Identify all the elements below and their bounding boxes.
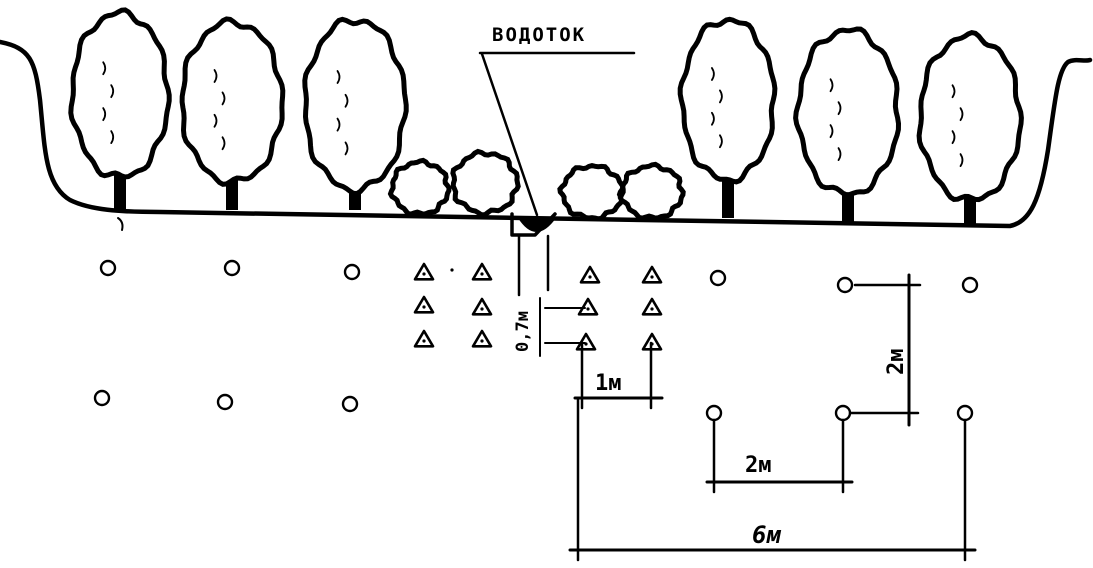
tree-trunk [722, 174, 734, 218]
dimension-shrub-col-spacing: 1м [573, 341, 664, 410]
tree-texture [837, 147, 842, 161]
tree-marker [705, 404, 723, 422]
shrub [450, 148, 521, 218]
shrub-marker-dot [586, 307, 590, 311]
dimension-total-width: 6м [568, 396, 977, 562]
tree-crown [302, 16, 409, 197]
shrub-marker [641, 297, 663, 316]
tree-marker [836, 276, 854, 294]
shrub-marker [471, 262, 493, 281]
tree-texture [951, 130, 956, 145]
tree [179, 16, 286, 210]
svg-text:2м: 2м [884, 349, 909, 376]
shrub [387, 157, 452, 217]
shrub-marker [579, 265, 601, 284]
tree [793, 26, 902, 222]
shrub-marker-dot [422, 305, 426, 309]
shrub-marker [575, 332, 597, 351]
tree [677, 16, 778, 218]
tree-texture [110, 84, 115, 99]
tree [68, 7, 172, 210]
drain-label: ВОДОТОК [492, 24, 586, 46]
tree-markers [93, 259, 979, 422]
tree-marker [709, 269, 727, 287]
tree-texture [344, 141, 349, 156]
tree-crown [68, 7, 172, 180]
tree-texture [719, 134, 723, 149]
dimension-shrub-row-spacing: 0,7м [513, 297, 586, 357]
tree-texture [959, 153, 964, 167]
tree-row [68, 7, 1024, 225]
tree-texture [837, 101, 842, 116]
shrub-markers [413, 262, 663, 351]
tree [302, 16, 409, 210]
shrub-marker [471, 329, 493, 348]
svg-text:0,7м: 0,7м [513, 311, 533, 352]
tree-crown [677, 16, 778, 185]
tree-texture [221, 91, 226, 106]
shrub-marker [471, 297, 493, 316]
tree-texture [213, 69, 218, 83]
tree-texture [951, 84, 956, 99]
tree-texture [829, 78, 834, 93]
shrub [617, 161, 686, 221]
svg-text:2м: 2м [745, 453, 772, 478]
tree-texture [336, 117, 341, 132]
ink-dot [450, 268, 454, 272]
drain-pipe-body [518, 218, 556, 232]
tree-texture [344, 93, 349, 108]
shrub-marker-dot [422, 272, 426, 276]
tree-marker [834, 404, 852, 422]
tree-texture [110, 130, 115, 144]
tree-texture [829, 124, 834, 139]
tree-texture [336, 70, 341, 84]
tree-crown [916, 30, 1024, 203]
tree-texture [719, 89, 723, 104]
shrub-marker-dot [422, 339, 426, 343]
tree-marker [341, 395, 359, 413]
shrub-marker-dot [650, 307, 654, 311]
tree-texture [213, 113, 218, 128]
tree-marker [99, 259, 117, 277]
shrub-marker [413, 262, 435, 281]
tree-texture [102, 107, 107, 122]
tree-crown [793, 26, 902, 198]
tree-texture [221, 136, 226, 151]
tree-marker [216, 393, 234, 411]
tree-trunk [964, 194, 976, 225]
channel-profile [0, 39, 1093, 229]
shrub [557, 163, 626, 222]
shrub-marker [577, 297, 599, 316]
tree-texture [102, 61, 107, 76]
tree-marker [93, 389, 111, 407]
shrub-marker-dot [650, 275, 654, 279]
tree-texture [711, 111, 715, 126]
dimension-tree-row-spacing: 2м [848, 273, 922, 427]
shrub-marker-dot [480, 307, 484, 311]
tree-marker [961, 276, 979, 294]
ink-mark [117, 217, 124, 231]
tree-marker [223, 259, 241, 277]
shrub-marker-dot [588, 275, 592, 279]
svg-text:1м: 1м [595, 371, 622, 396]
tree-marker [956, 404, 974, 422]
shrub-marker-dot [480, 339, 484, 343]
tree-marker [343, 263, 361, 281]
tree-texture [711, 67, 715, 81]
tree-texture [959, 107, 964, 122]
tree [916, 30, 1024, 225]
shrub-marker [413, 329, 435, 348]
svg-text:6м: 6м [752, 521, 781, 549]
tree-crown [179, 16, 286, 187]
dimension-tree-col-spacing: 2м [705, 418, 854, 494]
shrub-marker [641, 265, 663, 284]
tree-trunk [114, 171, 126, 210]
shrub-row [387, 148, 686, 222]
shrub-marker-dot [480, 272, 484, 276]
drain-leader-line [480, 52, 539, 217]
drain-pipe [510, 212, 557, 297]
shrub-marker [413, 295, 435, 314]
